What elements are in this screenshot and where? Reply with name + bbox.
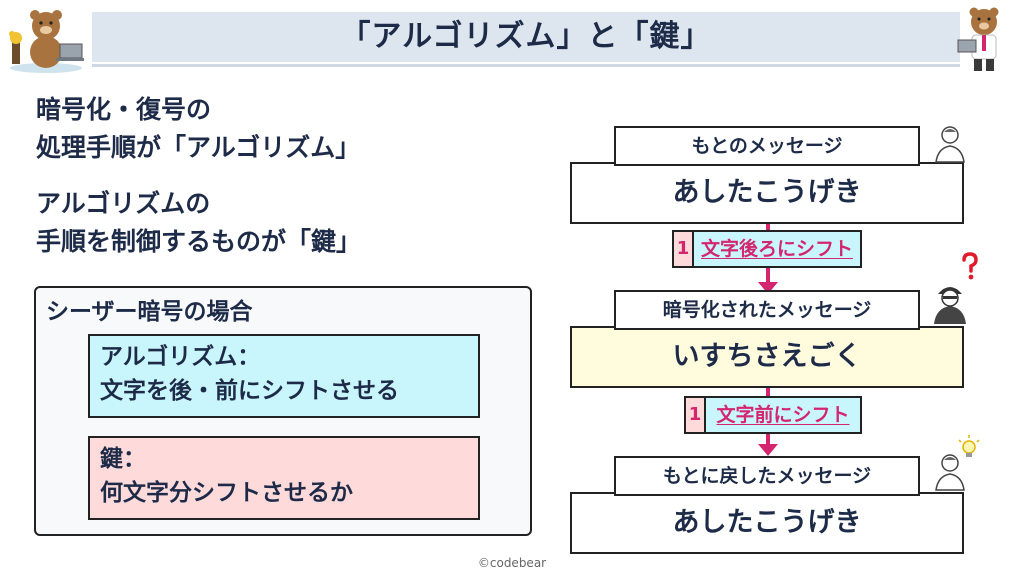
- key-description: 何文字分シフトさせるか: [100, 480, 353, 506]
- lead-line-4: 手順を制御するものが「鍵」: [36, 227, 362, 256]
- lead-line-2: 処理手順が「アルゴリズム」: [36, 133, 361, 162]
- title-underline: [92, 64, 960, 67]
- copyright-credit: ©codebear: [477, 556, 547, 570]
- algorithm-description: 文字を後・前にシフトさせる: [100, 378, 399, 404]
- shift-forward-text: 文字後ろにシフト: [700, 238, 853, 260]
- lead-line-1: 暗号化・復号の: [36, 95, 212, 124]
- title-banner: [92, 12, 960, 62]
- shift-forward-number: 1: [674, 232, 694, 266]
- restored-message-box: あしたこうげき: [570, 492, 964, 554]
- shift-forward-tag: 1 文字後ろにシフト: [672, 230, 862, 268]
- algorithm-card: アルゴリズム： 文字を後・前にシフトさせる: [88, 334, 480, 418]
- key-card: 鍵： 何文字分シフトさせるか: [88, 436, 480, 520]
- key-label: 鍵：: [100, 446, 146, 472]
- bear-mascot-right: [957, 7, 999, 71]
- lead-line-3: アルゴリズムの: [36, 189, 211, 218]
- restored-message-label: もとに戻したメッセージ: [614, 456, 920, 496]
- person-icon: [935, 126, 965, 163]
- encrypted-message-box: いすちさえごく: [570, 326, 964, 388]
- original-message-box: あしたこうげき: [570, 162, 964, 224]
- light-bulb-icon: [958, 435, 980, 457]
- encrypted-message-label: 暗号化されたメッセージ: [614, 290, 920, 330]
- shift-backward-text: 文字前にシフト: [716, 404, 850, 426]
- person-icon: [935, 454, 965, 491]
- original-message-label: もとのメッセージ: [614, 126, 920, 166]
- flow-arrow-head: [758, 444, 778, 456]
- shift-backward-tag: 1 文字前にシフト: [684, 396, 862, 434]
- page-title: 「アルゴリズム」と「鍵」: [340, 19, 712, 54]
- caesar-title: シーザー暗号の場合: [46, 299, 253, 325]
- question-mark-icon: [962, 252, 978, 280]
- shift-backward-number: 1: [686, 398, 706, 432]
- algorithm-label: アルゴリズム：: [100, 344, 261, 370]
- bear-mascot-left: [9, 10, 84, 73]
- attacker-icon: [934, 287, 966, 324]
